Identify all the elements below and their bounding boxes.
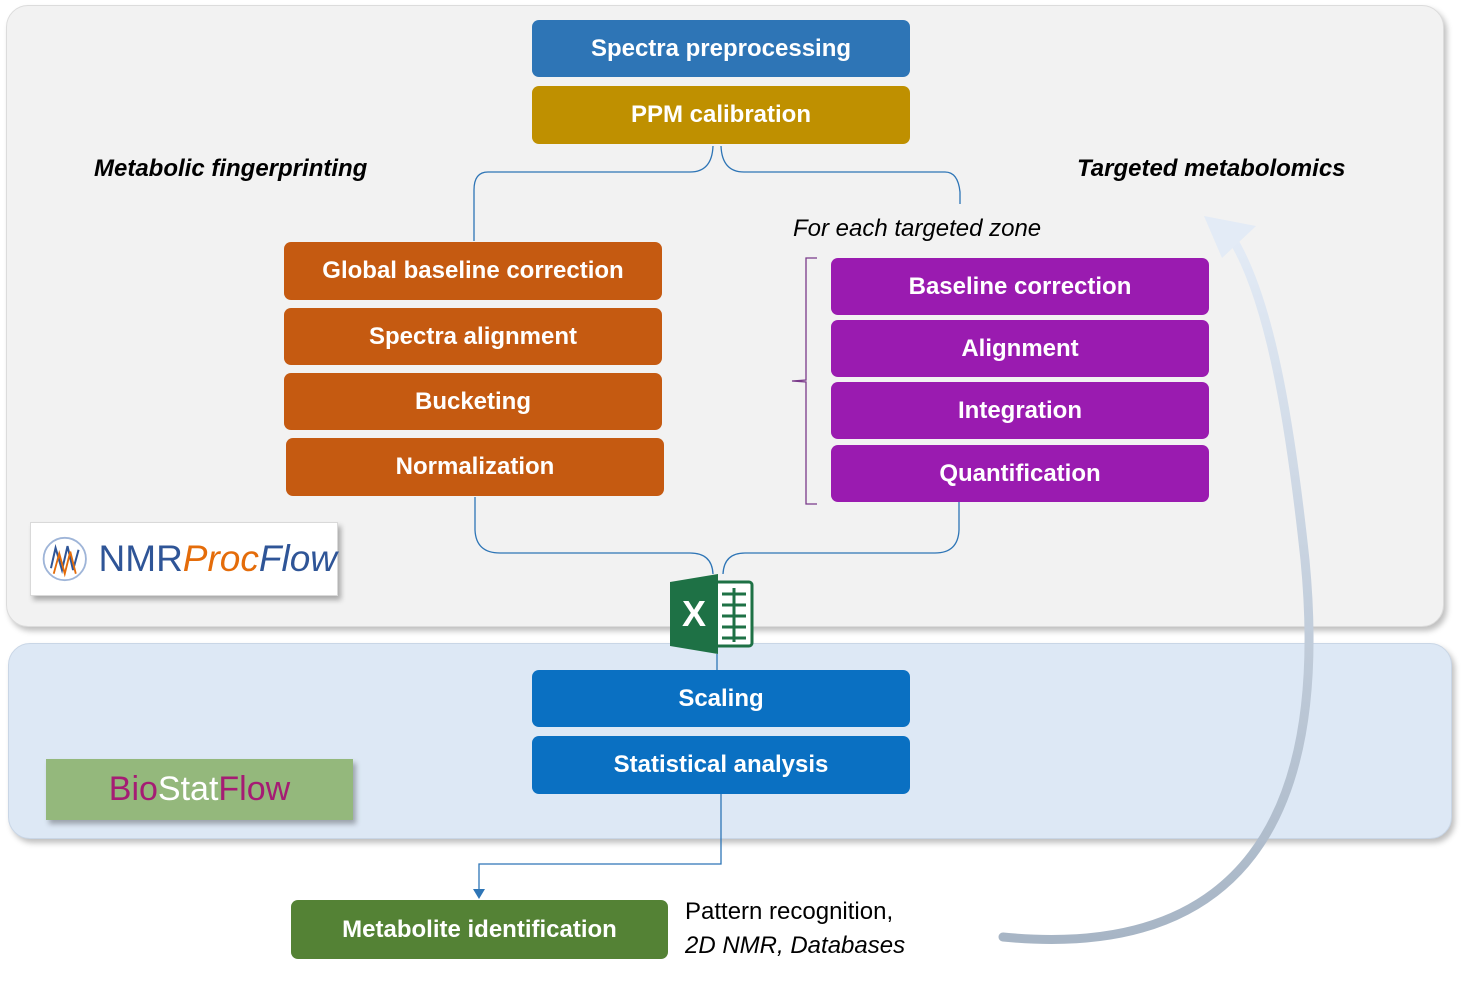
excel-icon: X (670, 574, 754, 654)
metabolite-identification-box: Metabolite identification (291, 900, 668, 959)
ppm-calibration-box: PPM calibration (532, 86, 910, 144)
identification-note-line1: Pattern recognition, (685, 898, 894, 925)
integration-box: Integration (831, 382, 1209, 439)
identification-note-line2: 2D NMR, Databases (685, 932, 906, 959)
targeted-zone-note: For each targeted zone (793, 215, 1042, 242)
alignment-box: Alignment (831, 320, 1209, 377)
nmrprocflow-logo-flow: Flow (258, 538, 337, 579)
nmrprocflow-emblem-icon (42, 536, 87, 582)
normalization-box: Normalization (286, 438, 664, 496)
global-baseline-correction-box: Global baseline correction (284, 242, 662, 300)
metabolic-fingerprinting-heading: Metabolic fingerprinting (94, 155, 368, 182)
biostatflow-logo-flow: Flow (218, 770, 291, 808)
spectra-alignment-box: Spectra alignment (284, 308, 662, 365)
nmrprocflow-logo-nmr: NMR (98, 538, 183, 579)
quantification-box: Quantification (831, 445, 1209, 502)
baseline-correction-box: Baseline correction (831, 258, 1209, 315)
biostatflow-logo-stat: Stat (157, 770, 219, 808)
targeted-metabolomics-heading: Targeted metabolomics (1077, 155, 1346, 182)
spectra-preprocessing-box: Spectra preprocessing (532, 20, 910, 77)
nmrprocflow-logo: NMRProcFlow (30, 522, 338, 596)
scaling-box: Scaling (532, 670, 910, 727)
biostatflow-logo-bio: Bio (108, 770, 158, 808)
biostatflow-logo: BioStatFlow (46, 759, 353, 820)
bucketing-box: Bucketing (284, 373, 662, 430)
excel-letter: X (682, 593, 706, 634)
statistical-analysis-box: Statistical analysis (532, 736, 910, 794)
nmrprocflow-logo-proc: Proc (182, 538, 259, 579)
